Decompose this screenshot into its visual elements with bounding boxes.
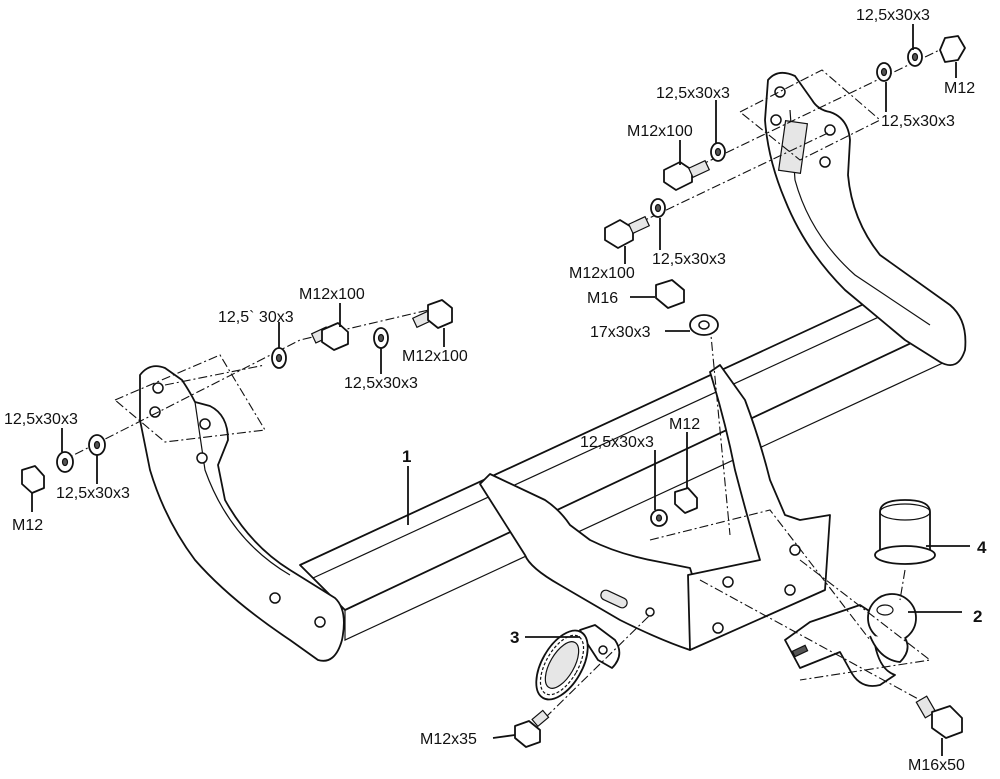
center-mount-arm — [479, 364, 831, 651]
label-right-washer-lower: 12,5x30x3 — [652, 251, 726, 268]
labels: 12,5x30x3 M12 12,5x30x3 12,5x30x3 M12x10… — [4, 7, 987, 774]
label-mid-washer: 12,5x30x3 — [580, 434, 654, 451]
part-number-2: 2 — [973, 607, 982, 626]
bolt-left-right — [427, 299, 453, 329]
label-left-bolt-upper: M12x100 — [299, 286, 365, 303]
hardware-pieces — [21, 35, 966, 748]
left-bracket — [139, 365, 345, 662]
label-left-bolt-right: M12x100 — [402, 348, 468, 365]
label-ball-bolt: M16x50 — [908, 757, 965, 774]
bolt-right-lower — [604, 219, 634, 249]
part-number-1: 1 — [402, 447, 411, 466]
leader-lines — [31, 24, 970, 756]
socket-plate — [535, 624, 621, 701]
bolt-socket — [514, 720, 541, 748]
bolt-left-upper — [321, 322, 349, 351]
label-left-washer-right: 12,5x30x3 — [344, 375, 418, 392]
label-left-washer-upper: 12,5` 30x3 — [218, 309, 294, 326]
label-socket-bolt: M12x35 — [420, 731, 477, 748]
label-top-right-washer-a: 12,5x30x3 — [856, 7, 930, 24]
tow-ball-assembly — [784, 593, 917, 687]
label-center-washer-17: 17x30x3 — [590, 324, 651, 341]
bolt-ball — [931, 705, 963, 739]
label-center-nut-m16: M16 — [587, 290, 618, 307]
ball-cap — [874, 499, 936, 565]
bolt-right-upper — [663, 161, 693, 191]
label-top-right-nut: M12 — [944, 80, 975, 97]
label-top-right-washer-b: 12,5x30x3 — [881, 113, 955, 130]
label-right-bolt-upper: M12x100 — [627, 123, 693, 140]
nut-mid — [674, 487, 698, 514]
nut-top-right — [939, 35, 966, 63]
label-far-left-washer-a: 12,5x30x3 — [4, 411, 78, 428]
label-mid-nut: M12 — [669, 416, 700, 433]
nut-center-m16 — [655, 279, 685, 309]
label-right-bolt-lower: M12x100 — [569, 265, 635, 282]
nut-far-left — [21, 465, 45, 494]
label-far-left-washer-b: 12,5x30x3 — [56, 485, 130, 502]
part-number-4: 4 — [977, 538, 987, 557]
part-number-3: 3 — [510, 628, 519, 647]
label-right-washer-upper: 12,5x30x3 — [656, 85, 730, 102]
label-far-left-nut: M12 — [12, 517, 43, 534]
